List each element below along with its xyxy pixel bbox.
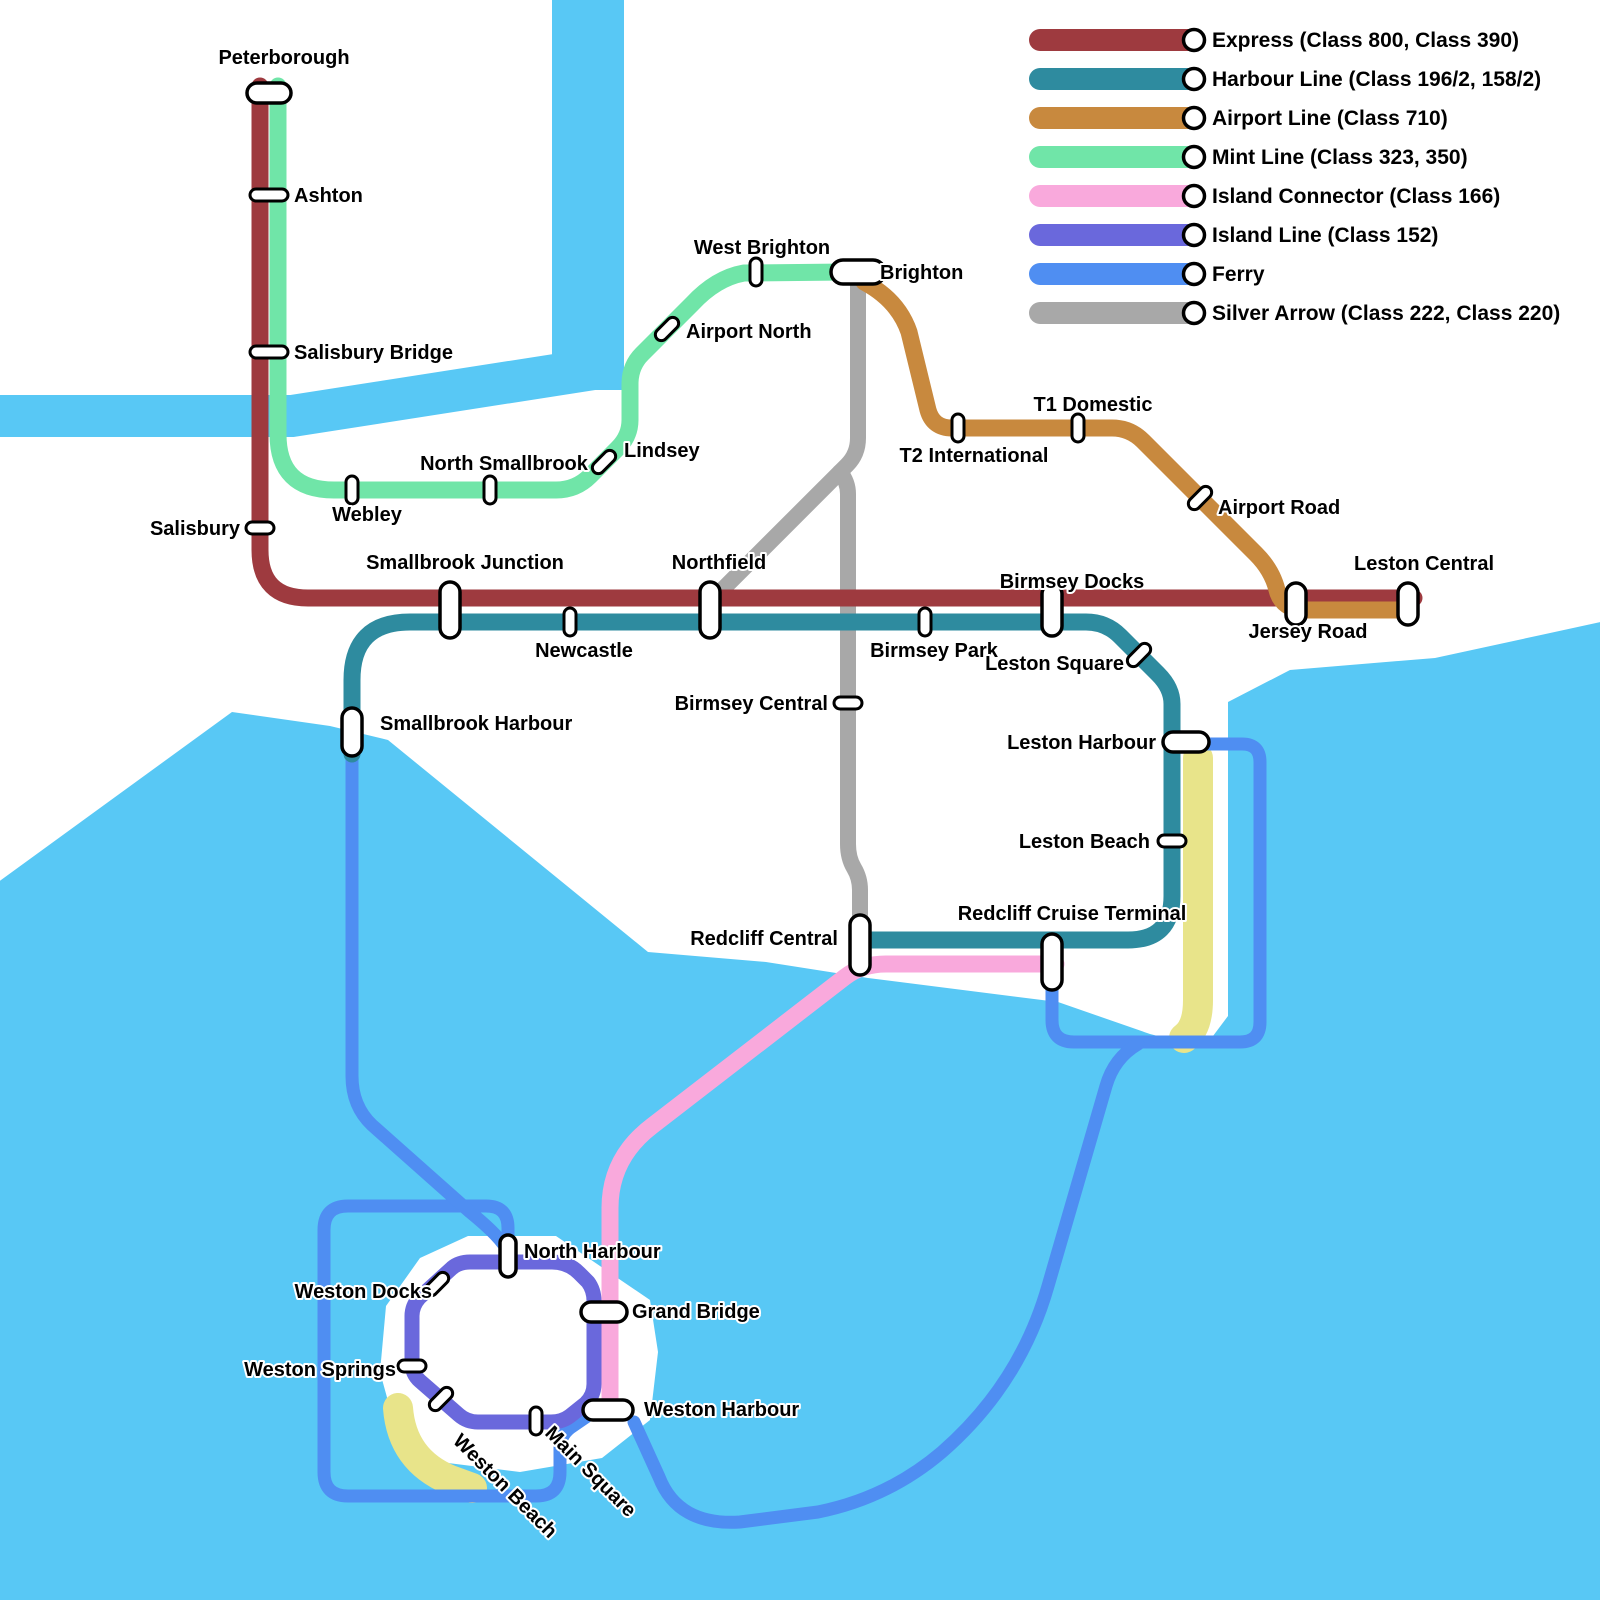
station-marker-airport-north	[653, 315, 681, 343]
leston-beach-sand	[1169, 743, 1213, 1053]
line-ferry-segment-4	[627, 1037, 1145, 1529]
legend-terminus-icon-airport	[1181, 105, 1207, 131]
station-label-northfield: Northfield	[672, 552, 766, 574]
station-marker-birmsey-park	[917, 606, 933, 638]
legend-terminus-icon-harbour	[1181, 66, 1207, 92]
legend-terminus-icon-ferry	[1181, 261, 1207, 287]
weston-beach-sand	[383, 1393, 487, 1503]
station-marker-smallbrook-harbour	[340, 706, 364, 758]
legend-label-express: Express (Class 800, Class 390)	[1212, 29, 1519, 52]
line-silver-segment-2	[832, 464, 868, 952]
station-marker-main-square	[528, 1405, 544, 1437]
station-marker-t1-domestic	[1070, 412, 1086, 444]
station-label-lindsey: Lindsey	[624, 440, 700, 462]
station-marker-airport-road	[1186, 484, 1214, 512]
legend-terminus-icon-express	[1181, 27, 1207, 53]
legend-label-connector: Island Connector (Class 166)	[1212, 185, 1500, 208]
legend-label-airport: Airport Line (Class 710)	[1212, 107, 1448, 130]
station-marker-salisbury	[244, 520, 276, 536]
station-label-smallbrook-harbour: Smallbrook Harbour	[380, 713, 572, 735]
station-label-redcliff-central: Redcliff Central	[690, 928, 838, 950]
station-marker-webley	[344, 474, 360, 506]
station-label-brighton: Brighton	[880, 262, 963, 284]
station-marker-smallbrook-junction	[438, 580, 462, 640]
station-label-west-brighton: West Brighton	[694, 237, 830, 259]
station-label-salisbury: Salisbury	[150, 518, 241, 540]
line-connector-segment-1	[601, 955, 1065, 1413]
station-label-leston-central: Leston Central	[1354, 553, 1494, 575]
station-marker-north-harbour	[498, 1233, 518, 1279]
station-label-leston-square: Leston Square	[985, 653, 1124, 675]
legend-label-island: Island Line (Class 152)	[1212, 224, 1438, 247]
station-marker-newcastle	[562, 606, 578, 638]
legend-label-silver: Silver Arrow (Class 222, Class 220)	[1212, 302, 1560, 325]
station-marker-west-brighton	[748, 256, 764, 288]
line-ferry-segment-3	[1045, 737, 1267, 1049]
station-marker-birmsey-docks	[1040, 582, 1064, 638]
station-label-salisbury-bridge: Salisbury Bridge	[294, 342, 453, 364]
station-label-north-harbour: North Harbour	[524, 1241, 661, 1263]
legend-terminus-icon-mint	[1181, 144, 1207, 170]
station-label-weston-harbour: Weston Harbour	[644, 1399, 799, 1421]
station-marker-redcliff-cruise-terminal	[1040, 932, 1064, 992]
station-label-ashton: Ashton	[294, 185, 363, 207]
station-marker-grand-bridge	[579, 1300, 629, 1324]
station-label-weston-docks: Weston Docks	[295, 1281, 432, 1303]
station-marker-ashton	[248, 187, 290, 203]
station-label-airport-north: Airport North	[686, 321, 812, 343]
line-express-segment-1	[251, 77, 1423, 607]
station-marker-northfield	[698, 580, 722, 640]
legend-label-ferry: Ferry	[1212, 263, 1265, 286]
station-marker-peterborough	[245, 81, 293, 105]
station-label-jersey-road: Jersey Road	[1249, 621, 1368, 643]
station-label-leston-beach: Leston Beach	[1019, 831, 1150, 853]
station-label-grand-bridge: Grand Bridge	[632, 1301, 760, 1323]
river-west-band	[0, 347, 604, 437]
station-label-north-smallbrook: North Smallbrook	[420, 453, 589, 475]
station-marker-north-smallbrook	[482, 474, 498, 506]
station-label-newcastle: Newcastle	[535, 640, 633, 662]
river-north	[552, 0, 624, 390]
station-marker-leston-harbour	[1161, 730, 1211, 754]
legend-label-mint: Mint Line (Class 323, 350)	[1212, 146, 1468, 169]
station-label-birmsey-central: Birmsey Central	[675, 693, 828, 715]
station-marker-birmsey-central	[832, 695, 864, 711]
station-marker-jersey-road	[1284, 581, 1308, 627]
station-marker-salisbury-bridge	[248, 344, 290, 360]
station-marker-leston-central	[1396, 581, 1420, 627]
station-label-smallbrook-junction: Smallbrook Junction	[366, 552, 564, 574]
legend-terminus-icon-island	[1181, 222, 1207, 248]
legend-terminus-icon-silver	[1181, 300, 1207, 326]
line-island-segment-1	[404, 1254, 602, 1430]
station-marker-redcliff-central	[848, 913, 872, 977]
station-marker-brighton	[829, 258, 887, 286]
legend-label-harbour: Harbour Line (Class 196/2, 158/2)	[1212, 68, 1541, 91]
station-marker-leston-beach	[1156, 833, 1188, 849]
station-label-t2-international: T2 International	[900, 445, 1049, 467]
station-marker-weston-docks	[423, 1270, 451, 1298]
station-marker-weston-beach	[427, 1385, 455, 1413]
station-label-birmsey-park: Birmsey Park	[870, 640, 999, 662]
station-label-leston-harbour: Leston Harbour	[1007, 732, 1156, 754]
station-label-birmsey-docks: Birmsey Docks	[1000, 571, 1145, 593]
station-marker-weston-harbour	[581, 1398, 635, 1422]
line-ferry-segment-1	[317, 1199, 593, 1503]
station-label-peterborough: Peterborough	[218, 47, 349, 69]
station-marker-leston-square	[1125, 641, 1153, 669]
line-mint-segment-1	[269, 77, 855, 499]
station-label-t1-domestic: T1 Domestic	[1034, 394, 1153, 416]
station-label-redcliff-cruise-terminal: Redcliff Cruise Terminal	[958, 903, 1187, 925]
station-label-airport-road: Airport Road	[1218, 497, 1340, 519]
legend-terminus-icon-connector	[1181, 183, 1207, 209]
line-harbour-segment-1	[343, 613, 1181, 949]
station-label-webley: Webley	[332, 504, 403, 526]
station-marker-t2-international	[950, 412, 966, 444]
station-marker-weston-springs	[396, 1358, 428, 1374]
line-airport-segment-1	[855, 273, 1419, 619]
station-marker-lindsey	[590, 448, 618, 476]
station-label-weston-springs: Weston Springs	[244, 1359, 396, 1381]
